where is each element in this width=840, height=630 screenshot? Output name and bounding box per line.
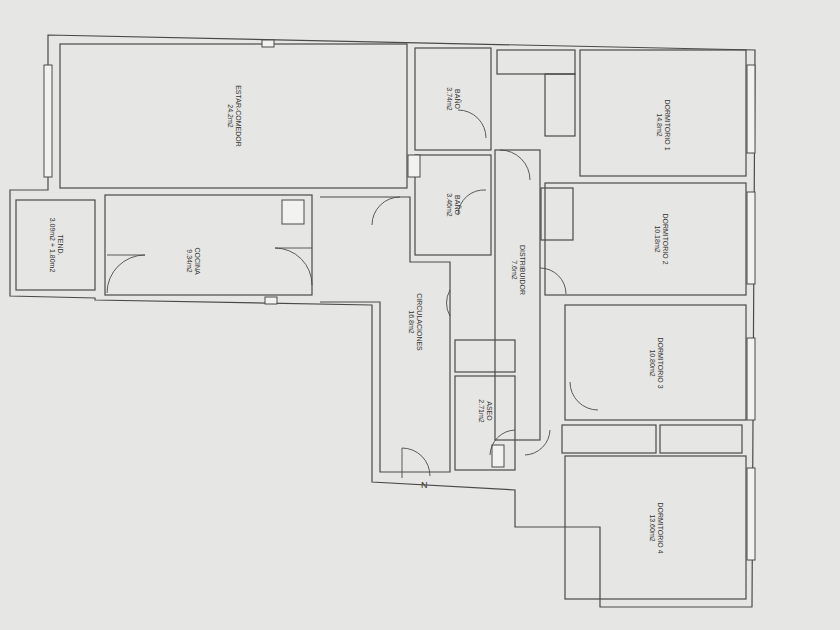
window — [492, 445, 504, 467]
room-name: DISTRIBUIDOR — [518, 245, 526, 295]
window — [747, 192, 755, 284]
closet-wall — [541, 188, 573, 240]
door-swing — [275, 248, 312, 285]
window — [262, 40, 274, 47]
room-label-box: TEND.3.09m2 + 1.80m2 — [16, 200, 95, 290]
door-swing — [107, 255, 145, 293]
window — [747, 338, 755, 420]
rotated-label: ASEO2.71m2 — [477, 399, 493, 422]
closet-wall — [562, 425, 656, 453]
door-swing — [570, 382, 598, 410]
rotated-label: ESTAR-COMEDOR24.2m2 — [226, 85, 242, 147]
bano-wall — [415, 155, 491, 255]
room-name: DORMITORIO 1 — [663, 99, 671, 150]
rotated-label: BAÑO3.74m2 — [445, 87, 461, 110]
closet-wall — [545, 74, 575, 136]
room-label-box: ESTAR-COMEDOR24.2m2 — [60, 44, 407, 188]
circulation-wall — [320, 197, 450, 472]
window — [265, 297, 277, 304]
window — [747, 65, 755, 153]
dormitorio-wall — [565, 305, 746, 420]
room-label-box: BAÑO3.46m2 — [415, 155, 491, 255]
room-label-box: DORMITORIO 114.8m2 — [580, 74, 746, 176]
bano-wall — [415, 48, 491, 150]
dormitorio-wall — [545, 183, 746, 295]
room-label-box: ASEO2.71m2 — [455, 376, 515, 446]
door-swing — [525, 430, 550, 455]
rotated-label: DORMITORIO 114.8m2 — [655, 99, 671, 150]
room-area: 24.2m2 — [226, 85, 234, 147]
room-label-box: DORMITORIO 210.18m2 — [575, 183, 746, 295]
room-name: COCINA — [193, 247, 201, 274]
room-name: CIRCULACIONES — [415, 293, 423, 351]
door-swing — [458, 110, 486, 138]
room-area: 3.09m2 + 1.80m2 — [48, 218, 56, 273]
room-name: BAÑO — [453, 193, 461, 216]
room-name: BAÑO — [453, 87, 461, 110]
room-area: 3.74m2 — [445, 87, 453, 110]
room-name: DORMITORIO 4 — [656, 502, 664, 553]
room-label-box: COCINA9.34m2 — [105, 226, 280, 295]
window — [44, 65, 52, 177]
rotated-label: TEND.3.09m2 + 1.80m2 — [48, 218, 64, 273]
window — [408, 155, 420, 177]
room-name: TEND. — [56, 218, 64, 273]
tend-wall — [16, 200, 95, 290]
window — [747, 468, 755, 560]
rotated-label: CIRCULACIONES16.8m2 — [407, 293, 423, 351]
room-label-box: DORMITORIO 413.60m2 — [565, 456, 746, 599]
rotated-label: COCINA9.34m2 — [185, 247, 201, 274]
room-label-box: BAÑO3.74m2 — [415, 48, 491, 150]
door-swing — [402, 448, 430, 476]
closet-wall — [455, 340, 515, 372]
room-area: 3.46m2 — [445, 193, 453, 216]
room-area: 2.71m2 — [477, 399, 485, 422]
cocina-wall — [105, 195, 312, 295]
closet-wall — [497, 50, 575, 74]
rotated-label: BAÑO3.46m2 — [445, 193, 461, 216]
room-area: 10.80m2 — [648, 337, 656, 388]
room-area: 7.6m2 — [510, 245, 518, 295]
rotated-label: DISTRIBUIDOR7.6m2 — [510, 245, 526, 295]
room-name: ASEO — [485, 399, 493, 422]
room-area: 10.18m2 — [653, 213, 661, 264]
rotated-label: DORMITORIO 413.60m2 — [648, 502, 664, 553]
entrance-mark: N — [421, 480, 428, 490]
distribuidor-wall — [495, 150, 540, 440]
estar-wall — [60, 44, 407, 188]
room-area: 9.34m2 — [185, 247, 193, 274]
door-swing — [490, 430, 515, 455]
outer-wall — [10, 35, 755, 607]
door-swing — [372, 197, 400, 225]
rotated-label: DORMITORIO 210.18m2 — [653, 213, 669, 264]
room-label-box: DISTRIBUIDOR7.6m2 — [495, 200, 540, 340]
appliance — [282, 200, 304, 224]
door-swing — [447, 290, 450, 316]
room-name: ESTAR-COMEDOR — [234, 85, 242, 147]
door-swing — [458, 190, 486, 215]
room-area: 16.8m2 — [407, 293, 415, 351]
door-swing — [500, 150, 530, 180]
room-name: DORMITORIO 3 — [656, 337, 664, 388]
room-label-box: DORMITORIO 310.80m2 — [565, 305, 746, 420]
room-label-box: CIRCULACIONES16.8m2 — [380, 262, 450, 382]
dormitorio-wall — [565, 456, 746, 599]
dormitorio-wall — [580, 50, 746, 176]
door-leaf — [402, 448, 403, 478]
room-area: 14.8m2 — [655, 99, 663, 150]
room-area: 13.60m2 — [648, 502, 656, 553]
closet-wall — [660, 425, 742, 453]
door-swing — [540, 268, 566, 294]
aseo-wall — [455, 376, 515, 470]
room-name: DORMITORIO 2 — [661, 213, 669, 264]
rotated-label: DORMITORIO 310.80m2 — [648, 337, 664, 388]
